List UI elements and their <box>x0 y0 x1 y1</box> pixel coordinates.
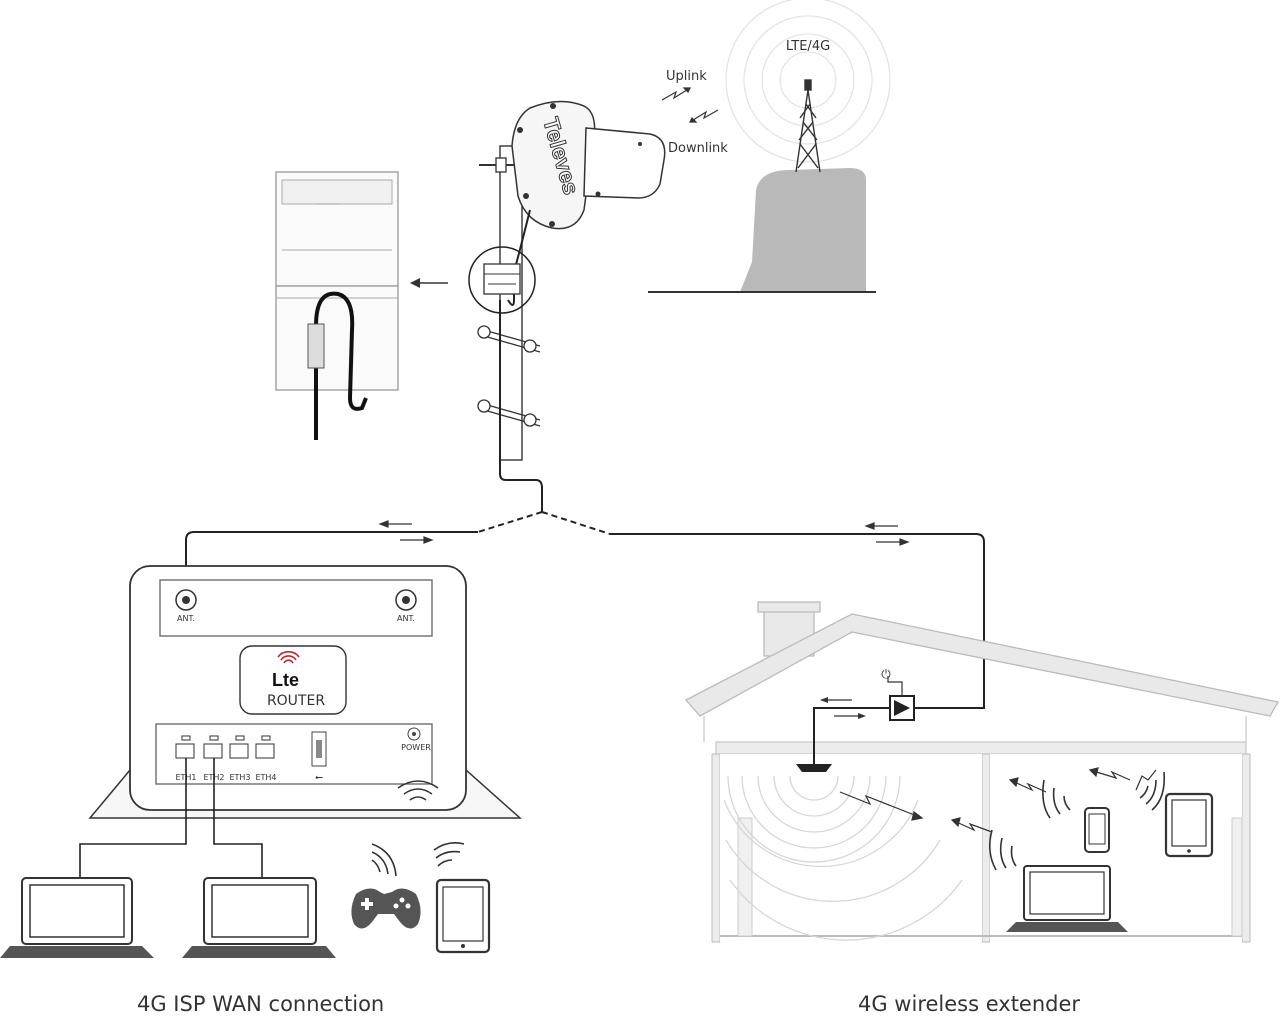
laptop-icon <box>0 877 154 958</box>
wifi-icon <box>1042 779 1071 819</box>
mast-clamp-top <box>477 325 541 353</box>
lan-cables <box>79 758 263 880</box>
amplifier-group: ⏻ <box>813 667 915 764</box>
hill-shape <box>740 168 866 292</box>
wifi-icon <box>433 842 465 867</box>
junction-box-cable <box>314 291 368 440</box>
eth-port-label: ETH4 <box>255 773 276 782</box>
phone-icon <box>1084 807 1110 853</box>
indoor-antenna-icon <box>796 764 832 772</box>
signal-rings <box>725 0 891 163</box>
router-logo-badge <box>239 645 347 715</box>
router-name: ROUTER <box>267 693 325 709</box>
wifi-icon <box>397 780 439 801</box>
router-port-panel <box>155 723 433 785</box>
tower-icon <box>795 79 821 173</box>
tablet-icon <box>1164 792 1214 858</box>
power-plug-icon: ⏻ <box>881 667 891 681</box>
mast-clamp-bottom <box>477 399 541 427</box>
uplink-bolt-icon <box>661 87 691 101</box>
feeder-cable <box>499 300 543 512</box>
downlink-bolt-icon <box>689 109 719 123</box>
ant-port-right-label: ANT. <box>397 614 415 623</box>
gamepad-icon <box>351 888 421 929</box>
caption-wan-connection: 4G ISP WAN connection <box>137 992 385 1016</box>
usb-icon: ⭠ <box>315 772 323 783</box>
laptop-icon <box>182 877 336 958</box>
indoor-signal-bolts <box>839 767 1157 833</box>
wifi-icon <box>988 829 1017 871</box>
lte-router: ANT. ANT. Lte ROUTER ETH1 ETH2 ETH3 ETH4… <box>88 565 522 819</box>
wifi-icon <box>371 843 397 877</box>
uplink-label: Uplink <box>666 69 707 84</box>
arrow-left-icon <box>410 278 420 288</box>
router-logo-text: Lte <box>272 670 299 690</box>
power-label: POWER <box>401 743 431 752</box>
laptop-icon <box>1006 865 1128 932</box>
downlink-label: Downlink <box>668 141 728 156</box>
signal-direction-arrows <box>378 520 910 546</box>
house <box>684 601 1280 943</box>
eth-ports <box>175 735 275 759</box>
televes-antenna-icon: Televes <box>511 100 666 230</box>
tower-label: LTE/4G <box>786 39 830 54</box>
eth-port-label: ETH3 <box>229 773 250 782</box>
lte-signal-icon <box>277 650 300 664</box>
ant-port-left-label: ANT. <box>177 614 195 623</box>
detail-highlight-circle <box>468 246 536 314</box>
cable-connector <box>307 323 325 369</box>
junction-box-group <box>275 171 448 440</box>
tablet-icon <box>435 878 491 954</box>
lte-tower-group: LTE/4G Uplink Downlink <box>648 0 891 293</box>
caption-wireless-extender: 4G wireless extender <box>858 992 1081 1016</box>
indoor-coverage-rings <box>723 775 963 941</box>
wifi-icon <box>1139 771 1166 811</box>
antenna-mast-group: Televes <box>468 100 666 512</box>
cable-trunk <box>185 511 985 709</box>
